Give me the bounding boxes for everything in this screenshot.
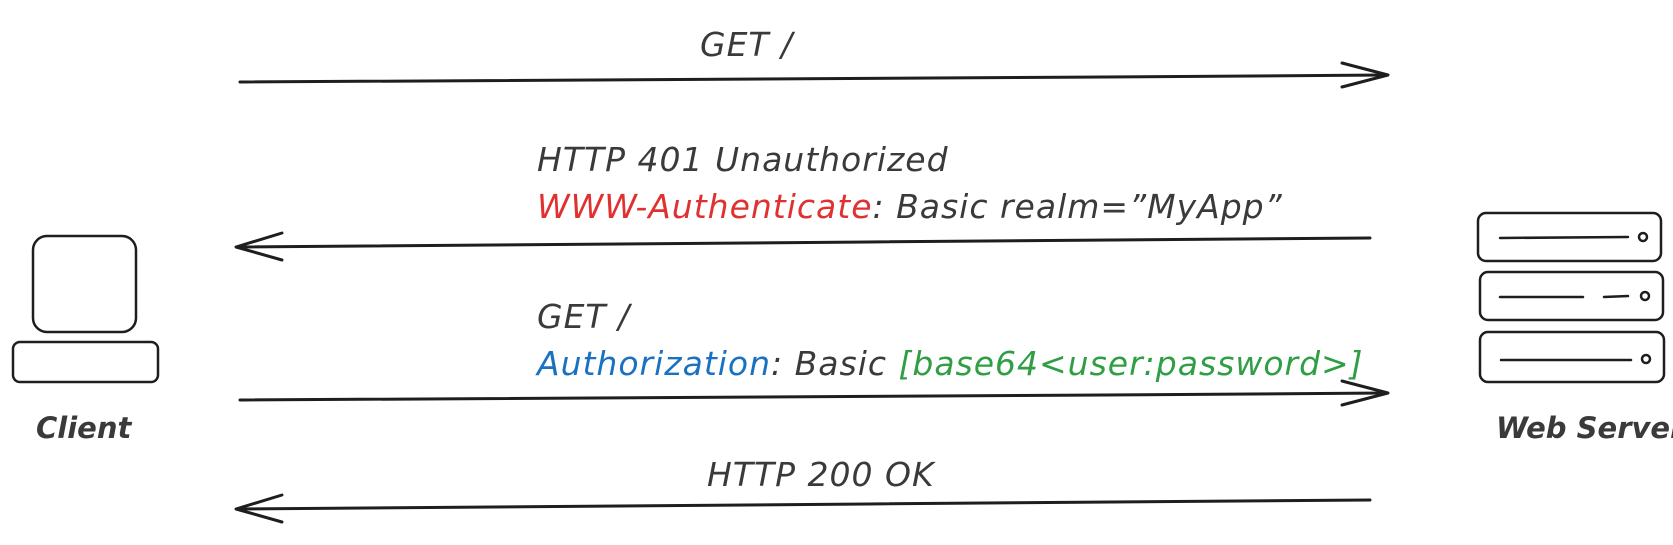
www-authenticate-header-value: Basic realm=”MyApp”	[896, 187, 1283, 226]
arrow-request2	[238, 379, 1390, 407]
authorization-header-name: Authorization	[537, 344, 772, 383]
arrow-request1	[238, 61, 1390, 89]
authorization-header-value: Basic	[794, 344, 899, 383]
response1-header-line: WWW-Authenticate: Basic realm=”MyApp”	[537, 190, 1283, 223]
header-separator: :	[872, 187, 897, 226]
computer-icon	[11, 234, 160, 384]
server-label: Web Server	[1496, 411, 1673, 445]
client-label: Client	[36, 411, 132, 445]
server-rack-icon	[1476, 211, 1666, 384]
www-authenticate-header-name: WWW-Authenticate	[537, 187, 873, 226]
header-separator: :	[771, 344, 795, 383]
request2-method-label: GET /	[537, 297, 631, 336]
credential-placeholder: [base64<user:password>]	[898, 344, 1364, 383]
request1-label: GET /	[700, 25, 794, 64]
response2-label: HTTP 200 OK	[707, 455, 935, 494]
response1-status-label: HTTP 401 Unauthorized	[537, 140, 949, 179]
arrow-response2	[234, 493, 1372, 524]
arrow-response1	[234, 231, 1372, 262]
request2-header-line: Authorization: Basic [base64<user:passwo…	[537, 347, 1364, 380]
